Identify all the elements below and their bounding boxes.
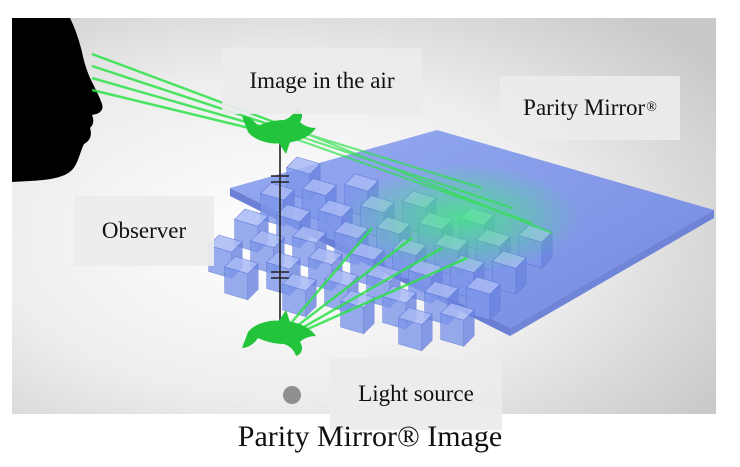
micro-mirror-face xyxy=(466,276,501,295)
figure-caption: Parity Mirror® Image xyxy=(237,420,503,453)
label-light-source: Light source xyxy=(330,358,502,430)
label-parity-mirror: Parity Mirror® xyxy=(500,76,680,140)
micro-mirror-face xyxy=(286,156,321,175)
focus-glow xyxy=(342,163,582,273)
micro-mirror-face xyxy=(234,208,269,227)
micro-mirror-face xyxy=(282,273,317,292)
micro-mirror-face xyxy=(266,251,301,270)
micro-mirror-face xyxy=(260,182,295,201)
micro-mirror-face xyxy=(308,247,343,266)
micro-mirror-face xyxy=(440,302,475,321)
label-light-source-text: Light source xyxy=(358,381,474,406)
circle-icon xyxy=(283,386,301,404)
source-to-mirror-beams xyxy=(279,227,468,338)
registered-mark: ® xyxy=(646,100,657,115)
micro-mirror-face xyxy=(250,230,285,249)
dolphin-icon xyxy=(242,108,316,154)
label-parity-mirror-text: Parity Mirror xyxy=(523,95,646,120)
image-to-mirror-beams xyxy=(286,125,553,234)
label-image-in-air-text: Image in the air xyxy=(249,68,395,93)
label-observer-text: Observer xyxy=(101,218,187,243)
micro-mirror-face xyxy=(398,307,433,326)
label-image-in-air: Image in the air xyxy=(222,48,422,114)
micro-mirror-face xyxy=(224,256,259,275)
label-observer: Observer xyxy=(74,196,214,266)
symmetry-axis xyxy=(271,128,289,338)
micro-mirror-face xyxy=(292,225,327,244)
dolphin-icon xyxy=(242,310,316,356)
mirror-plate-edge-right xyxy=(510,210,714,336)
micro-mirror-face xyxy=(302,178,337,197)
micro-mirror-face xyxy=(424,281,459,300)
head-silhouette-icon xyxy=(12,18,103,182)
diagram-figure: Image in the air Parity Mirror® Observer… xyxy=(12,18,716,430)
